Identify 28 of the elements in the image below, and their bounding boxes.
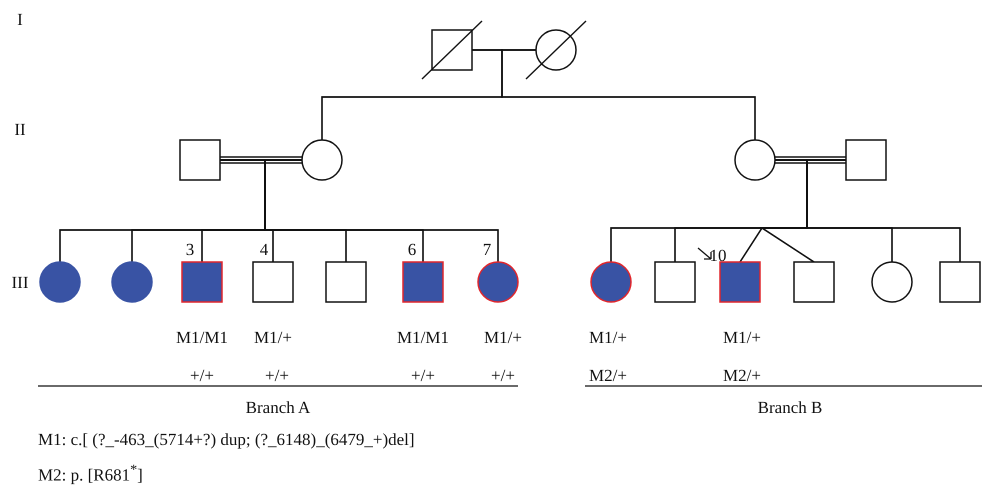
genotype-label: M1/+ (589, 329, 627, 346)
generation-label: I (17, 11, 23, 28)
genotype-label: M1/M1 (176, 329, 228, 346)
individual-number: 4 (260, 241, 268, 258)
individual-number: 6 (408, 241, 416, 258)
mutation-note: M1: c.[ (?_-463_(5714+?) dup; (?_6148)_(6479_+)del] (38, 431, 415, 448)
genotype-label: M1/+ (254, 329, 292, 346)
branch-label: Branch A (246, 399, 310, 416)
individual-number: 7 (482, 241, 492, 258)
genotype-label: M1/M1 (397, 329, 449, 346)
genotype-label: +/+ (411, 367, 435, 384)
pedigree-line (264, 159, 499, 262)
branch-label: Branch B (758, 399, 822, 416)
pedigree-line (806, 159, 961, 262)
genotype-label: +/+ (265, 367, 289, 384)
pedigree-line (774, 156, 847, 164)
generation-label: II (14, 121, 26, 138)
individual-number: 3 (186, 241, 194, 258)
pedigree-line (219, 156, 303, 164)
genotype-label: M1/+ (723, 329, 761, 346)
genotype-label: M2/+ (589, 367, 627, 384)
mutation-note: M2: p. [R681$^{*}$] (38, 463, 143, 484)
genotype-label: +/+ (190, 367, 214, 384)
genotype-label: M2/+ (723, 367, 761, 384)
genotype-label: +/+ (491, 367, 515, 384)
individual-number: 10 (710, 247, 726, 264)
generation-label: III (12, 274, 28, 291)
genotype-label: M1/+ (484, 329, 522, 346)
